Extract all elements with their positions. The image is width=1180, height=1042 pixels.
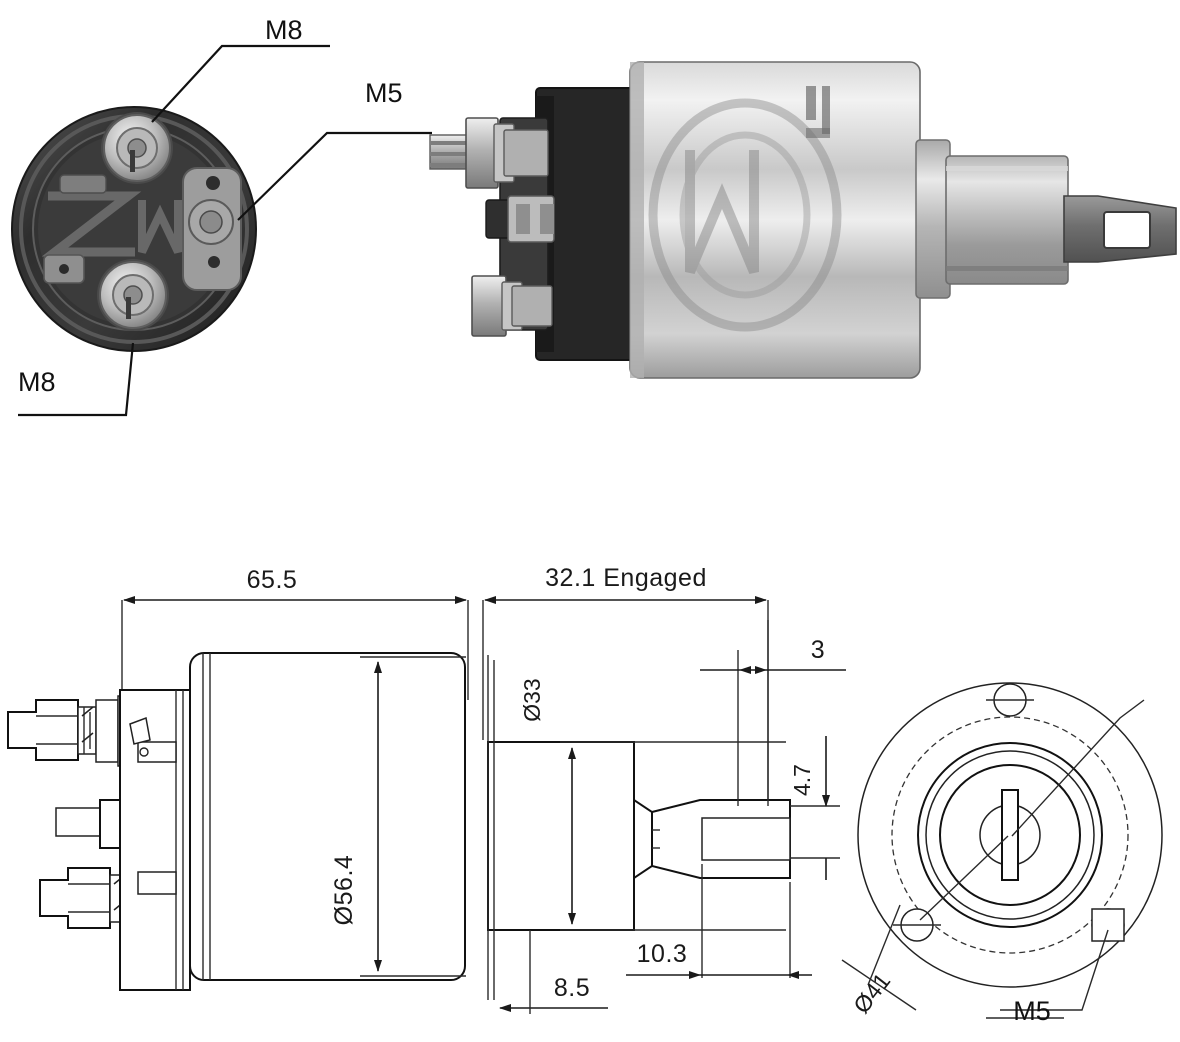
photo-body-logo [648,98,842,332]
leader-m8-bottom [18,342,135,417]
photo-plunger-fork [1063,195,1177,263]
photo-terminal-m5 [485,195,555,243]
dim-label-10-3: 10.3 [637,940,688,968]
photo-body-markings [806,86,830,138]
terminal-stud-upper [101,112,173,184]
dim-label-4-7: 4.7 [789,764,815,796]
drawing-plunger-fork [633,620,791,978]
dim-group-10-3: 10.3 [626,940,812,979]
dim-label-dia-33: Ø33 [519,678,545,721]
dim-group-8-5: 8.5 [499,930,608,1014]
photo-stud-upper [429,117,549,189]
dim-group-overall: 65.5 32.1 Engaged [121,564,769,820]
dim-label-65-5: 65.5 [247,566,298,594]
terminal-stud-lower [97,259,169,331]
drawing-nose-barrel: Ø33 [487,655,786,1000]
dim-label-32-1-engaged: 32.1 Engaged [545,564,707,592]
callout-label-m5-right: M5 [365,78,403,108]
end-view-mounting-holes [893,683,1125,942]
dim-label-dia-41: Ø41 [848,968,895,1018]
drawing-end-view [841,682,1163,1019]
dim-label-m5-holes: M5 [1013,996,1051,1026]
photo-stud-lower [471,275,553,337]
dim-label-dia-56-4: Ø56.4 [330,855,358,926]
leader-m5-right [237,131,432,221]
drawing-main-body: Ø56.4 [189,652,466,981]
dim-group-3: 3 [700,636,846,674]
brand-logo-embossed [41,191,182,257]
leader-m8-top [151,44,330,123]
photo-end-view [11,106,257,352]
dim-label-3: 3 [811,636,825,664]
photo-side-view [429,61,1177,379]
dim-label-8-5: 8.5 [554,974,590,1002]
dim-group-4-7: 4.7 [789,736,840,880]
callout-label-m8-top: M8 [265,15,303,45]
drawing-terminal-assembly [7,689,191,991]
callout-label-m8-bottom: M8 [18,367,56,397]
terminal-m5-small [182,167,242,291]
